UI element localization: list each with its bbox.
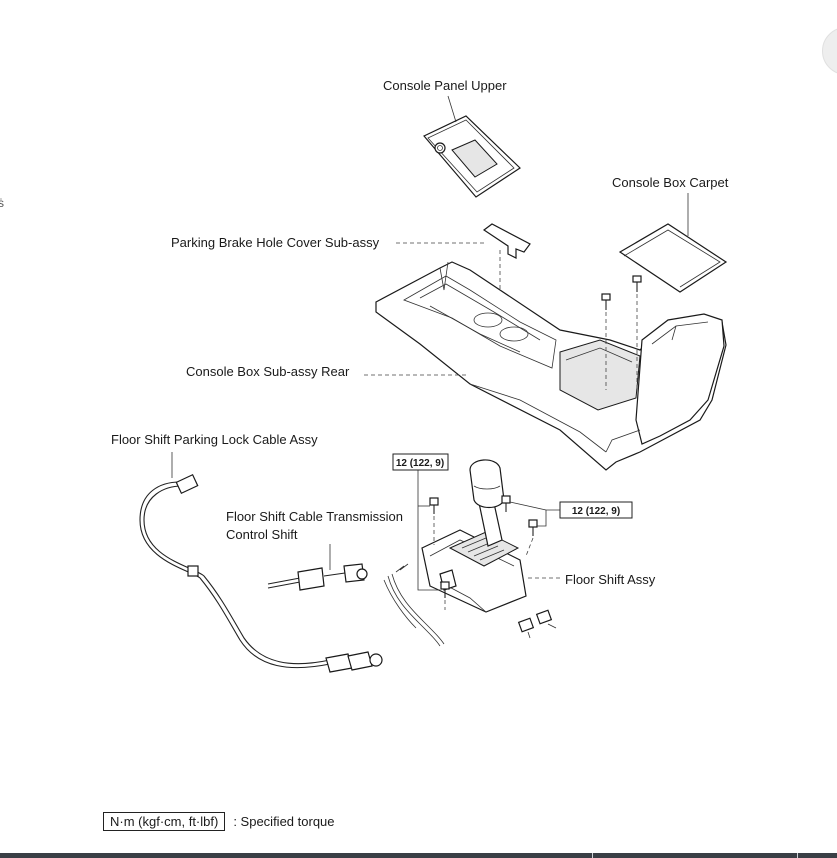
console-box-rear-part	[375, 261, 727, 471]
footer-separator	[797, 853, 798, 858]
edge-glyph: ṡ	[0, 196, 4, 210]
bolt-icon	[440, 581, 450, 598]
console-box-carpet-part	[618, 223, 728, 293]
label-console-box-rear: Console Box Sub-assy Rear	[186, 364, 350, 379]
parking-brake-hole-cover-part	[482, 223, 531, 259]
label-cable-transmission-2: Control Shift	[226, 527, 298, 542]
legend-unit-box: N·m (kgf·cm, ft·lbf)	[103, 812, 226, 831]
label-console-panel-upper: Console Panel Upper	[383, 78, 507, 93]
connector-icon	[517, 617, 535, 639]
screw-icon	[601, 293, 611, 310]
bolt-icon	[429, 497, 439, 514]
bolt-icon	[501, 495, 511, 512]
bolt-icon	[528, 519, 538, 536]
footer-separator	[592, 853, 593, 858]
screw-icon	[632, 275, 642, 292]
label-parking-brake-hole-cover: Parking Brake Hole Cover Sub-assy	[171, 235, 380, 250]
connector-icon	[535, 609, 557, 629]
floor-shift-assy-part	[421, 459, 527, 613]
torque-leader-left	[417, 470, 440, 591]
torque-leader-right	[537, 509, 560, 527]
svg-text:12 (122, 9): 12 (122, 9)	[572, 506, 620, 517]
label-parking-lock-cable: Floor Shift Parking Lock Cable Assy	[111, 432, 318, 447]
parking-lock-cable-part	[139, 473, 383, 673]
torque-spec-right: 12 (122, 9)	[559, 501, 633, 519]
svg-text:12 (122, 9): 12 (122, 9)	[396, 458, 444, 469]
wire-harness-part	[383, 563, 445, 647]
cable-transmission-part	[267, 563, 368, 591]
label-console-box-carpet: Console Box Carpet	[612, 175, 729, 190]
footer-bar	[0, 853, 837, 858]
legend-description: : Specified torque	[233, 814, 335, 829]
torque-spec-left: 12 (122, 9)	[392, 453, 449, 471]
label-cable-transmission-1: Floor Shift Cable Transmission	[226, 509, 403, 524]
torque-legend: N·m (kgf·cm, ft·lbf) : Specified torque	[103, 812, 335, 831]
label-floor-shift-assy: Floor Shift Assy	[565, 572, 656, 587]
console-panel-upper-part	[423, 115, 521, 198]
leader-console-panel-upper	[447, 95, 457, 123]
